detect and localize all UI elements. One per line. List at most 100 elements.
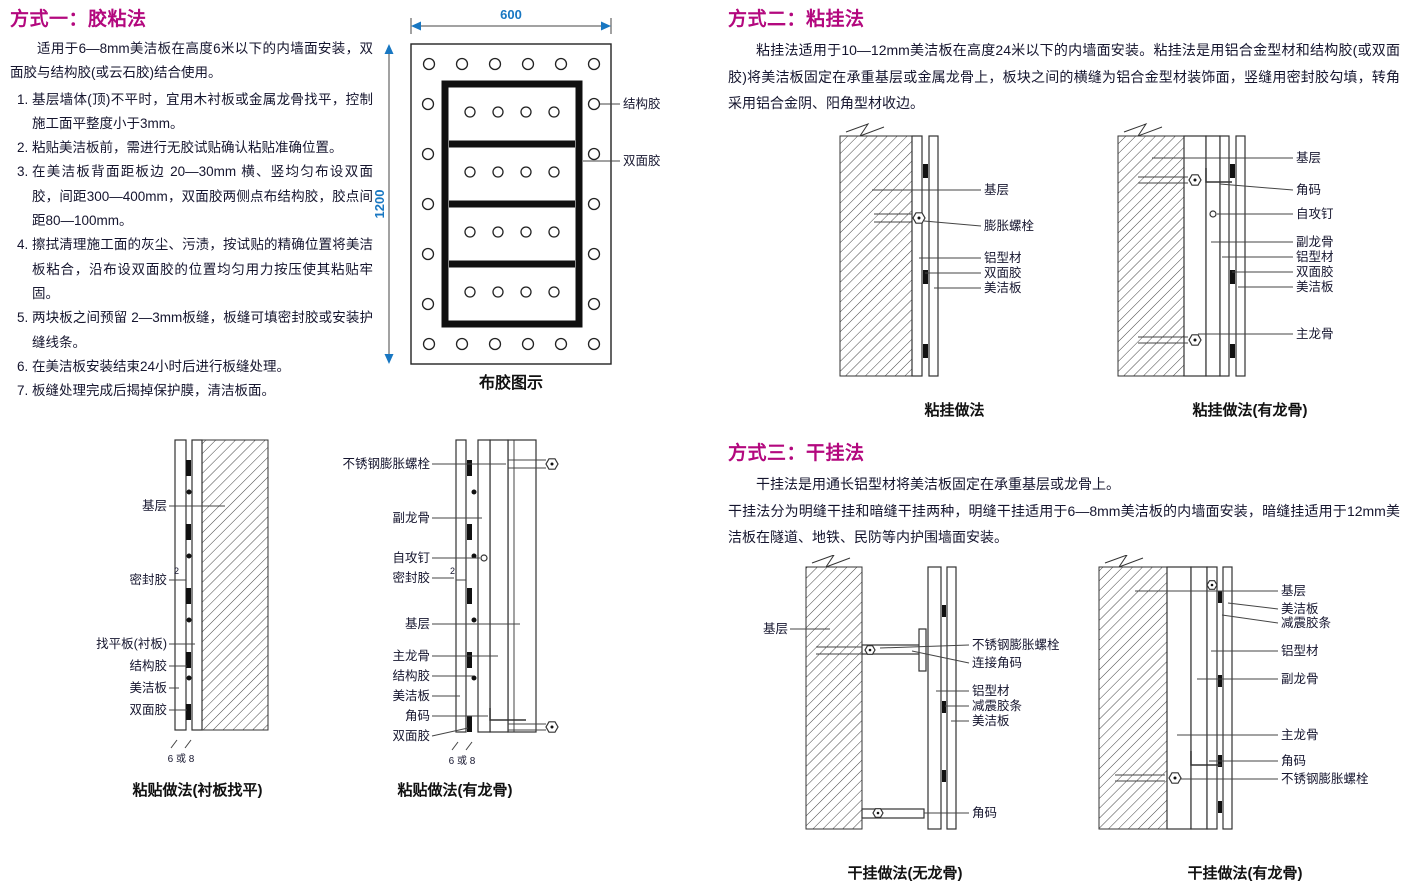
label-base: 基层 bbox=[984, 183, 1009, 197]
label-damping-strip: 减震胶条 bbox=[1281, 615, 1332, 630]
label-base: 基层 bbox=[405, 617, 430, 631]
sub-keel bbox=[1190, 566, 1208, 830]
base-wall bbox=[839, 135, 913, 377]
expansion-bolt-bottom bbox=[1138, 334, 1202, 346]
double-tape-label: 双面胶 bbox=[623, 153, 661, 168]
base-wall bbox=[507, 439, 537, 733]
label-base: 基层 bbox=[1296, 151, 1321, 165]
label-aluminum-profile: 铝型材 bbox=[1296, 249, 1334, 264]
meijie-panel bbox=[174, 439, 187, 731]
structural-glue-dots bbox=[471, 489, 477, 681]
diagram-caption: 干挂做法(有龙骨) bbox=[1187, 865, 1303, 882]
height-dimension bbox=[384, 44, 394, 364]
perimeter-glue-dots bbox=[421, 57, 601, 351]
height-dim-label: 1200 bbox=[373, 190, 387, 219]
aluminum-profile bbox=[911, 135, 923, 377]
step-item: 擦拭清理施工面的灰尘、污渍，按试贴的精确位置将美洁板粘合，沿布设双面胶的位置均匀… bbox=[32, 233, 373, 306]
diagram-caption: 粘挂做法 bbox=[924, 402, 985, 419]
method3-section: 方式三：干挂法 干挂法是用通长铝型材将美洁板固定在承重基层或龙骨上。 干挂法分为… bbox=[728, 438, 1400, 551]
method2-section: 方式二：粘挂法 粘挂法适用于10—12mm美洁板在高度24米以下的内墙面安装。粘… bbox=[728, 4, 1400, 117]
thickness-ticks bbox=[451, 741, 473, 751]
label-angle-bracket: 角码 bbox=[972, 806, 997, 820]
break-mark bbox=[1104, 554, 1144, 569]
diagram-caption: 粘挂做法(有龙骨) bbox=[1192, 402, 1308, 419]
aluminum-profile bbox=[927, 566, 942, 830]
base-wall bbox=[1098, 566, 1168, 830]
step-item: 在美洁板背面距板边 20—30mm 横、竖均匀布设双面胶，间距300—400mm… bbox=[32, 160, 373, 233]
label-ss-expansion-bolt: 不锈钢膨胀螺栓 bbox=[972, 637, 1060, 652]
angle-bracket bbox=[489, 708, 526, 721]
diagram-caption: 粘贴做法(衬板找平) bbox=[132, 782, 263, 799]
label-sub-keel: 副龙骨 bbox=[1296, 234, 1334, 249]
expansion-bolt-top bbox=[508, 458, 559, 470]
method3-title: 方式三：干挂法 bbox=[728, 443, 865, 464]
label-panel: 美洁板 bbox=[972, 714, 1010, 728]
label-aluminum-profile: 铝型材 bbox=[1281, 643, 1319, 658]
label-double-tape: 双面胶 bbox=[392, 728, 430, 743]
main-keel bbox=[489, 439, 509, 733]
paste-keel-diagram: 不锈钢膨胀螺栓 副龙骨 自攻钉 密封胶 基层 主龙骨 结构胶 美洁板 角码 双面… bbox=[342, 439, 559, 767]
label-sub-keel: 副龙骨 bbox=[392, 510, 430, 525]
structural-glue-dots bbox=[186, 489, 192, 681]
label-structural-glue: 结构胶 bbox=[392, 668, 430, 683]
aluminum-profile bbox=[1206, 566, 1218, 830]
label-aluminum-profile: 铝型材 bbox=[972, 683, 1010, 698]
label-main-keel: 主龙骨 bbox=[1281, 728, 1319, 742]
double-tape-marks bbox=[1230, 164, 1235, 358]
angle-bracket bbox=[1190, 751, 1221, 766]
label-sub-keel: 副龙骨 bbox=[1281, 671, 1319, 686]
method1-steps-list: 基层墙体(顶)不平时，宜用木衬板或金属龙骨找平，控制施工面平整度小于3mm。 粘… bbox=[10, 88, 373, 404]
inner-glue-dots bbox=[464, 106, 560, 298]
label-panel: 美洁板 bbox=[1281, 602, 1319, 616]
step-item: 粘贴美洁板前，需进行无胶试贴确认粘贴准确位置。 bbox=[32, 136, 373, 160]
meijie-panel bbox=[1235, 135, 1246, 377]
diagram-caption: 粘贴做法(有龙骨) bbox=[397, 782, 513, 799]
label-main-keel: 主龙骨 bbox=[1296, 327, 1334, 341]
label-main-keel: 主龙骨 bbox=[392, 649, 430, 663]
label-panel: 美洁板 bbox=[392, 689, 430, 703]
label-double-tape: 双面胶 bbox=[1296, 264, 1334, 279]
self-tapping-screw bbox=[480, 554, 488, 562]
label-double-tape: 双面胶 bbox=[984, 265, 1022, 280]
double-tape-bars bbox=[449, 140, 575, 268]
dry-hang-keel-diagram: 基层 美洁板 减震胶条 铝型材 副龙骨 主龙骨 角码 不锈钢膨胀螺栓 bbox=[1098, 554, 1369, 830]
width-dim-label: 600 bbox=[500, 7, 522, 22]
panel-drawing bbox=[410, 43, 612, 365]
leader-lines bbox=[790, 628, 970, 814]
meijie-panel bbox=[455, 439, 467, 733]
label-panel: 美洁板 bbox=[984, 281, 1022, 295]
sub-keel bbox=[1205, 135, 1221, 377]
method1-intro: 适用于6—8mm美洁板在高度6米以下的内墙面安装，双面胶与结构胶(或云石胶)结合… bbox=[10, 41, 373, 81]
top-fixing-nut bbox=[1206, 580, 1218, 590]
width-dimension bbox=[410, 18, 612, 34]
lining-board bbox=[191, 439, 203, 731]
damping-strip-marks bbox=[1218, 591, 1222, 813]
label-angle-bracket: 角码 bbox=[1296, 183, 1321, 197]
break-mark bbox=[811, 554, 851, 569]
method2-body: 粘挂法适用于10—12mm美洁板在高度24米以下的内墙面安装。粘挂法是用铝合金型… bbox=[728, 42, 1400, 112]
label-base: 基层 bbox=[1281, 584, 1306, 598]
base-wall bbox=[805, 566, 863, 830]
label-connecting-bracket: 连接角码 bbox=[972, 655, 1022, 670]
main-keel bbox=[1166, 566, 1192, 830]
label-self-tapping-screw: 自攻钉 bbox=[1296, 207, 1334, 221]
method1-title: 方式一：胶粘法 bbox=[10, 9, 147, 30]
base-wall bbox=[201, 439, 269, 731]
base-wall bbox=[1117, 135, 1185, 377]
label-lining-board: 找平板(衬板) bbox=[96, 637, 167, 651]
thickness-note: 6 或 8 bbox=[168, 753, 195, 765]
connecting-bracket-flange bbox=[918, 628, 927, 672]
dry-hang-figure: 基层 不锈钢膨胀螺栓 连接角码 铝型材 减震胶条 美洁板 角码 干挂做法(无龙骨… bbox=[740, 554, 1070, 883]
paste-keel-figure: 不锈钢膨胀螺栓 副龙骨 自攻钉 密封胶 基层 主龙骨 结构胶 美洁板 角码 双面… bbox=[330, 432, 580, 800]
hang-keel-diagram: 基层 角码 自攻钉 副龙骨 铝型材 双面胶 美洁板 主龙骨 bbox=[1117, 123, 1334, 377]
leader-lines bbox=[431, 463, 520, 737]
step-item: 在美洁板安装结束24小时后进行板缝处理。 bbox=[32, 355, 373, 379]
structural-glue-label: 结构胶 bbox=[623, 96, 661, 111]
dry-hang-diagram: 基层 不锈钢膨胀螺栓 连接角码 铝型材 减震胶条 美洁板 角码 bbox=[763, 554, 1060, 830]
leader-lines bbox=[169, 505, 225, 711]
method3-body1: 干挂法是用通长铝型材将美洁板固定在承重基层或龙骨上。 bbox=[756, 476, 1120, 492]
dry-hang-keel-figure: 基层 美洁板 减震胶条 铝型材 副龙骨 主龙骨 角码 不锈钢膨胀螺栓 干挂做法(… bbox=[1085, 554, 1405, 883]
thickness-ticks bbox=[170, 739, 192, 749]
leader-lines bbox=[1135, 590, 1279, 780]
